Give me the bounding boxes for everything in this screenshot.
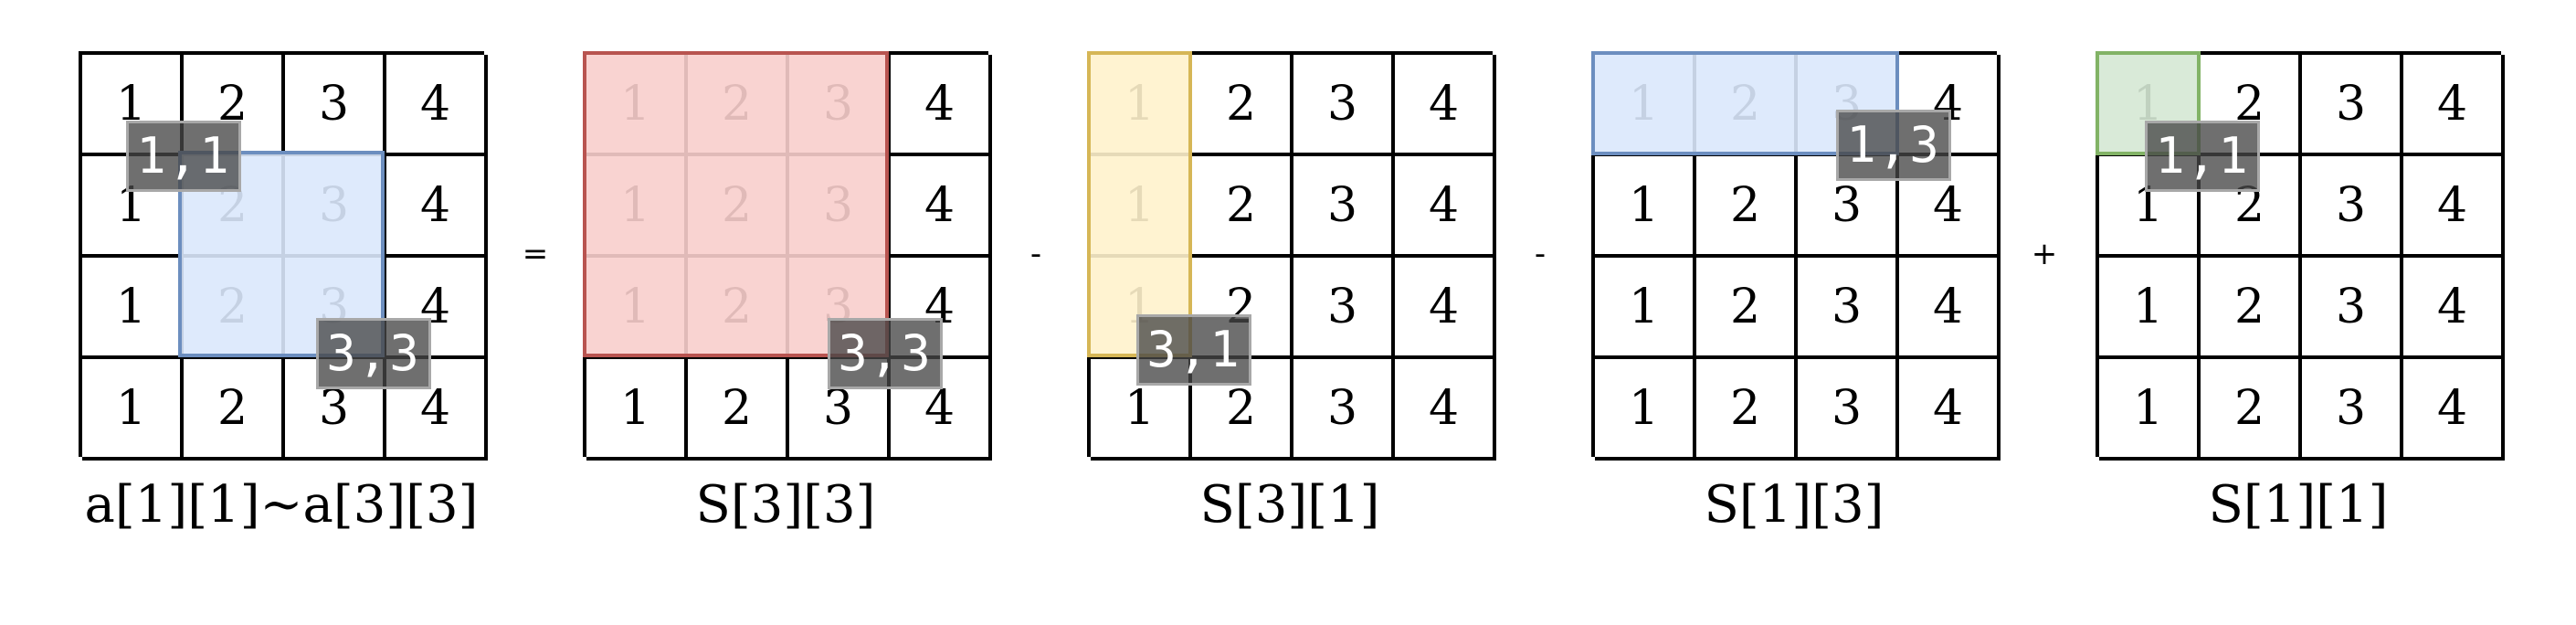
grid-cell: 2: [688, 359, 789, 461]
grid-cell: 4: [2403, 258, 2505, 359]
grid-cell: 2: [1696, 55, 1798, 156]
badge-1-1: 1,1: [2145, 121, 2260, 192]
badge-3-1: 3,1: [1136, 314, 1251, 386]
grid-cell: 2: [1696, 359, 1798, 461]
grid-cell: 2: [1192, 156, 1293, 258]
grid-cell: 3: [285, 359, 386, 461]
grid-cell: 3: [1293, 359, 1395, 461]
grid-cell: 1: [1091, 156, 1192, 258]
grid-cell: 3: [2302, 258, 2403, 359]
grid-cell: 1: [1595, 55, 1696, 156]
label-a: a[1][1]~a[3][3]: [84, 475, 479, 535]
grid-cell: 3: [789, 359, 891, 461]
grid-cell: 4: [2403, 156, 2505, 258]
operator-minus: -: [1029, 236, 1042, 272]
grid-cell: 3: [1798, 258, 1899, 359]
grid-cell: 4: [1899, 156, 2001, 258]
grid-cell: 2: [1696, 258, 1798, 359]
grid-cell: 3: [2302, 156, 2403, 258]
grid-cell: 1: [2099, 359, 2201, 461]
grid-cell: 2: [1696, 156, 1798, 258]
label-s13: S[1][3]: [1704, 475, 1884, 535]
grid-cell: 4: [386, 55, 488, 156]
grid-cell: 4: [891, 55, 992, 156]
grid-cell: 3: [789, 55, 891, 156]
grid-cell: 4: [2403, 359, 2505, 461]
grid-cell: 2: [1192, 359, 1293, 461]
grid-cell: 4: [1395, 55, 1496, 156]
grid-cell: 1: [2099, 258, 2201, 359]
grid-cell: 2: [688, 258, 789, 359]
grid-cell: 1: [586, 359, 688, 461]
grid-cell: 1: [82, 359, 184, 461]
grid-cell: 1: [586, 258, 688, 359]
grid-cell: 2: [688, 55, 789, 156]
grid-cell: 3: [1293, 258, 1395, 359]
grid-cell: 2: [688, 156, 789, 258]
operator-equals: =: [522, 236, 549, 272]
grid-cell: 2: [1192, 55, 1293, 156]
grid-cell: 4: [891, 359, 992, 461]
grid-cell: 2: [2201, 359, 2302, 461]
grid-cell: 4: [2403, 55, 2505, 156]
grid-cell: 4: [1899, 359, 2001, 461]
grid-cell: 3: [2302, 55, 2403, 156]
grid-cell: 1: [1091, 359, 1192, 461]
grid-cell: 4: [1395, 258, 1496, 359]
grid-cell: 1: [1595, 359, 1696, 461]
grid-cell: 1: [586, 55, 688, 156]
grid-cell: 2: [184, 359, 285, 461]
grid-cell: 4: [1395, 359, 1496, 461]
grid-cell: 1: [586, 156, 688, 258]
badge-3-3: 3,3: [828, 318, 943, 389]
grid-cell: 3: [789, 156, 891, 258]
grid-cell: 4: [1395, 156, 1496, 258]
grid-cell: 3: [1293, 55, 1395, 156]
grid-cell: 3: [285, 156, 386, 258]
badge-1-3: 1,3: [1836, 110, 1951, 181]
grid-cell: 4: [386, 156, 488, 258]
grid-cell: 3: [1798, 156, 1899, 258]
operator-plus: +: [2031, 236, 2058, 272]
grid-cell: 1: [1091, 55, 1192, 156]
badge-3-3: 3,3: [316, 318, 431, 389]
grid-cell: 4: [386, 258, 488, 359]
grid-cell: 1: [82, 258, 184, 359]
operator-minus: -: [1534, 236, 1547, 272]
grid-cell: 1: [1595, 156, 1696, 258]
badge-1-1: 1,1: [126, 121, 241, 192]
grid-cell: 3: [1798, 359, 1899, 461]
grid-cell: 4: [1899, 258, 2001, 359]
grid-cell: 4: [386, 359, 488, 461]
grid-cell: 1: [1595, 258, 1696, 359]
grid-cell: 4: [891, 156, 992, 258]
label-s31: S[3][1]: [1199, 475, 1380, 535]
grid-cell: 2: [2201, 258, 2302, 359]
grid-cell: 3: [1293, 156, 1395, 258]
grid-cell: 3: [285, 55, 386, 156]
grid-cell: 3: [2302, 359, 2403, 461]
label-s11: S[1][1]: [2208, 475, 2389, 535]
label-s33: S[3][3]: [695, 475, 876, 535]
grid-cell: 2: [184, 258, 285, 359]
